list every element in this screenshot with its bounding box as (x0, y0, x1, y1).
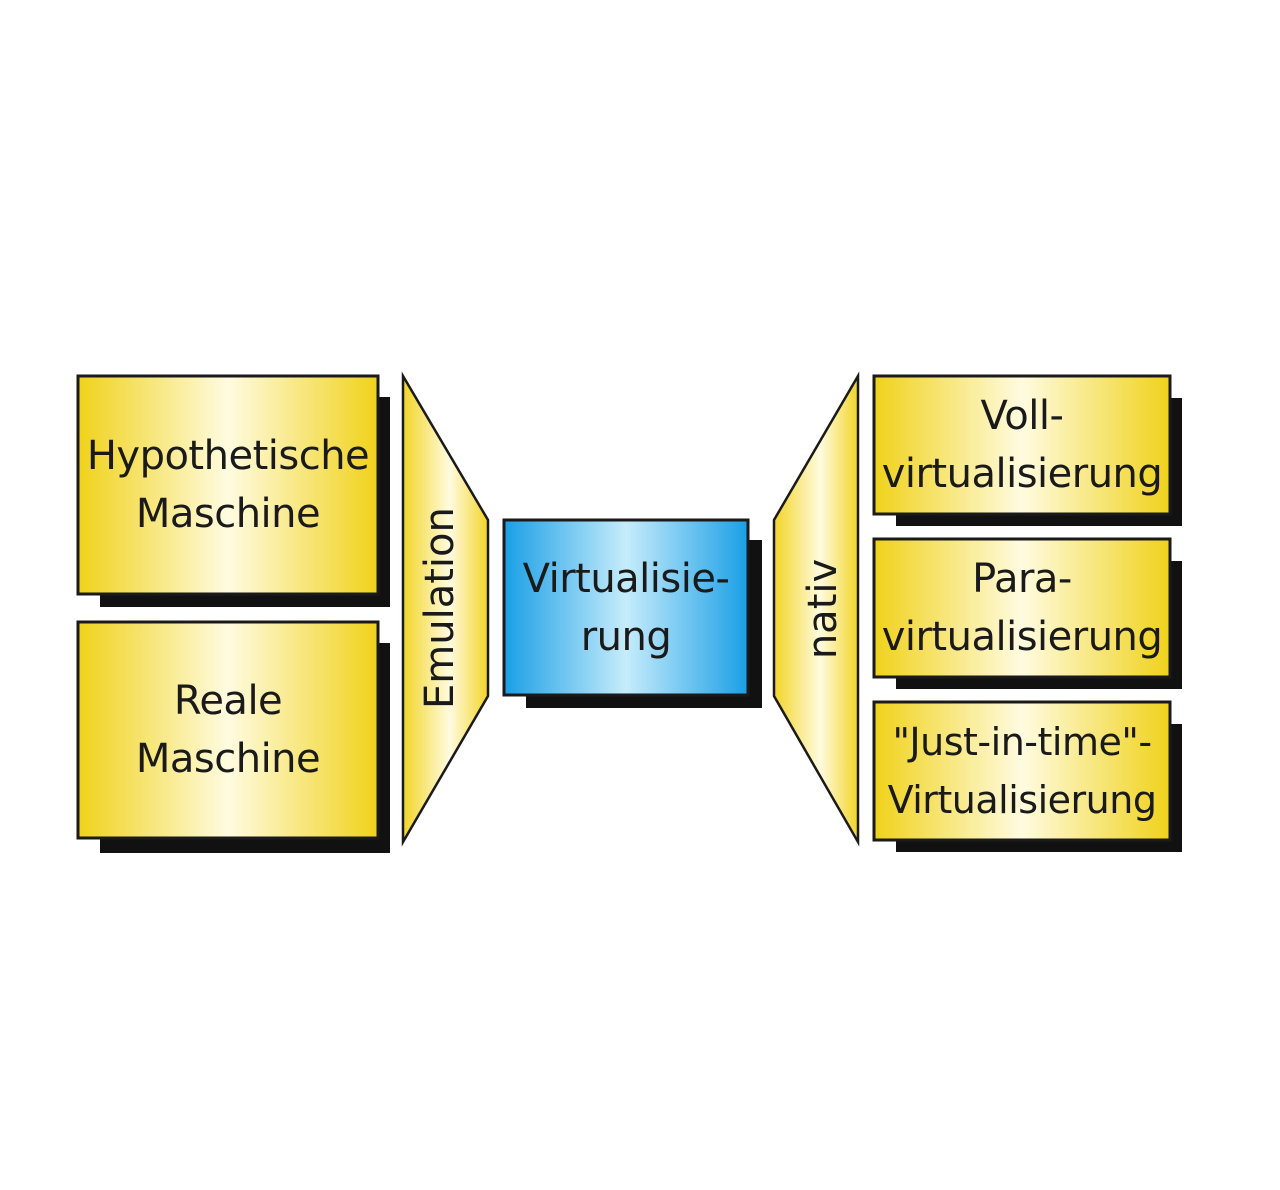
para-label-line-1: Para- (972, 556, 1072, 602)
jit-box (872, 700, 1172, 842)
voll-label: Voll- virtualisierung (874, 376, 1170, 514)
reale-label: Reale Maschine (78, 622, 378, 838)
reale-box (76, 620, 380, 840)
para-label: Para- virtualisierung (874, 539, 1170, 677)
center-box (502, 518, 750, 697)
nativ-connector (772, 371, 860, 847)
voll-label-line-2: virtualisierung (881, 451, 1163, 497)
emulation-label: Emulation (417, 507, 463, 709)
jit-label: "Just-in-time"- Virtualisierung (874, 702, 1170, 840)
jit-label-line-1: "Just-in-time"- (892, 720, 1152, 764)
para-box (872, 537, 1172, 679)
para-label-line-2: virtualisierung (881, 614, 1163, 660)
emulation-connector (401, 371, 490, 847)
center-label-line-1: Virtualisie- (522, 555, 730, 602)
nativ-label: nativ (800, 558, 846, 660)
hypothetische-label-line-1: Hypothetische (86, 433, 370, 479)
center-label: Virtualisie- rung (504, 520, 748, 695)
hypothetische-label-line-2: Maschine (135, 491, 321, 537)
jit-label-line-2: Virtualisierung (887, 778, 1157, 822)
center-label-line-2: rung (580, 613, 672, 660)
voll-box (872, 374, 1172, 516)
hypothetische-label: Hypothetische Maschine (78, 376, 378, 594)
voll-label-line-1: Voll- (980, 393, 1064, 439)
reale-label-line-2: Maschine (135, 736, 321, 782)
reale-label-line-1: Reale (173, 678, 283, 724)
hypothetische-box (76, 374, 380, 596)
